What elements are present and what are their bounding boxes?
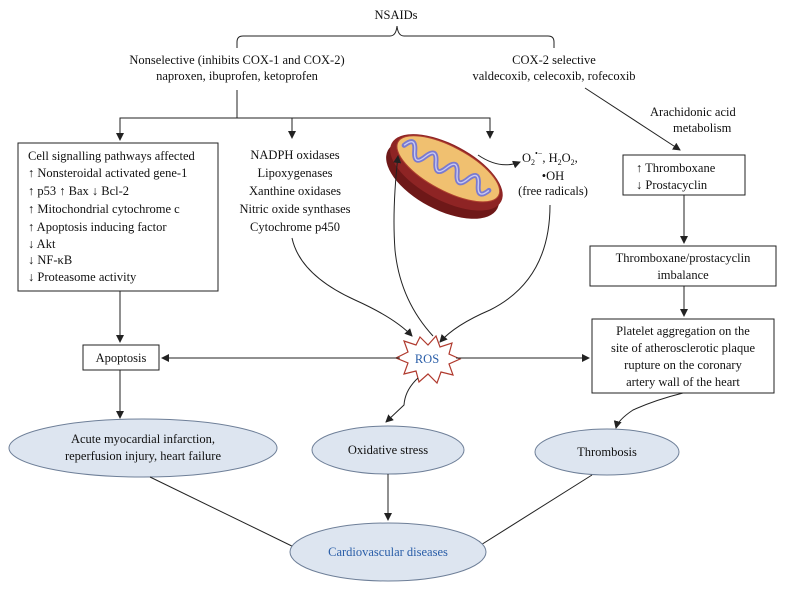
arrow-enzymes-to-ros	[291, 237, 413, 337]
ami-ellipse	[8, 418, 278, 478]
imbalance-line1: Thromboxane/prostacyclin	[616, 251, 751, 265]
thromboxane-line2: ↓ Prostacyclin	[636, 178, 708, 192]
oxidative-label: Oxidative stress	[348, 443, 428, 457]
nonselective-brace	[119, 90, 491, 128]
cox2-line1: COX-2 selective	[512, 53, 596, 67]
enzyme-item: NADPH oxidases	[250, 148, 339, 162]
arrow-cox2-to-thromboxane	[584, 87, 681, 151]
title-nsaids: NSAIDs	[374, 8, 417, 22]
radicals-note: (free radicals)	[518, 184, 588, 198]
mitochondrion-icon	[386, 134, 503, 219]
ami-line1: Acute myocardial infarction,	[71, 432, 215, 446]
signalling-item: ↑ p53 ↑ Bax ↓ Bcl-2	[28, 184, 129, 198]
platelet-line3: rupture on the coronary	[624, 358, 742, 372]
arrow-ros-to-oxidative	[385, 377, 419, 423]
imbalance-box	[589, 245, 777, 287]
thrombosis-ellipse	[534, 428, 680, 476]
ami-line2: reperfusion injury, heart failure	[65, 449, 222, 463]
nonselective-line2: naproxen, ibuprofen, ketoprofen	[156, 69, 318, 83]
arrow-platelet-to-thrombosis	[613, 392, 684, 429]
radicals-oh: •OH	[542, 169, 564, 183]
signalling-item: ↑ Nonsteroidal activated gene-1	[28, 166, 187, 180]
arachidonic-line1: Arachidonic acid	[650, 105, 736, 119]
arrow-mito-to-radicals	[477, 154, 521, 169]
cox2-line2: valdecoxib, celecoxib, rofecoxib	[472, 69, 635, 83]
arrow-ami-to-cvd	[149, 476, 301, 551]
platelet-line2: site of atherosclerotic plaque	[611, 341, 755, 355]
signalling-heading: Cell signalling pathways affected	[28, 149, 195, 163]
enzyme-item: Nitric oxide synthases	[239, 202, 350, 216]
enzyme-item: Lipoxygenases	[258, 166, 333, 180]
arrow-ros-to-mitochondrion	[393, 155, 434, 337]
platelet-line1: Platelet aggregation on the	[616, 324, 750, 338]
thrombosis-label: Thrombosis	[577, 445, 637, 459]
signalling-item: ↓ Proteasome activity	[28, 270, 137, 284]
top-brace	[236, 25, 555, 48]
signalling-item: ↑ Apoptosis inducing factor	[28, 220, 167, 234]
ros-label: ROS	[415, 352, 439, 366]
platelet-box	[591, 318, 775, 394]
signalling-box	[17, 142, 219, 292]
apoptosis-label: Apoptosis	[96, 351, 147, 365]
arrow-radicals-to-ros	[439, 204, 551, 343]
platelet-line4: artery wall of the heart	[626, 375, 740, 389]
enzyme-item: Cytochrome p450	[250, 220, 340, 234]
cvd-ellipse	[289, 522, 487, 582]
signalling-item: ↓ Akt	[28, 237, 56, 251]
ros-burst-icon	[394, 334, 462, 385]
cvd-label: Cardiovascular diseases	[328, 545, 448, 559]
signalling-item: ↓ NF-κB	[28, 253, 72, 267]
thromboxane-line1: ↑ Thromboxane	[636, 161, 716, 175]
arachidonic-line2: metabolism	[673, 121, 732, 135]
radicals-line1: O2•−, H2O2,	[522, 149, 578, 167]
imbalance-line2: imbalance	[657, 268, 709, 282]
signalling-item: ↑ Mitochondrial cytochrome c	[28, 202, 180, 216]
apoptosis-box	[82, 344, 160, 371]
enzyme-item: Xanthine oxidases	[249, 184, 341, 198]
nonselective-line1: Nonselective (inhibits COX-1 and COX-2)	[129, 53, 344, 67]
arrow-thrombosis-to-cvd	[475, 474, 593, 549]
thromboxane-box	[622, 154, 746, 196]
